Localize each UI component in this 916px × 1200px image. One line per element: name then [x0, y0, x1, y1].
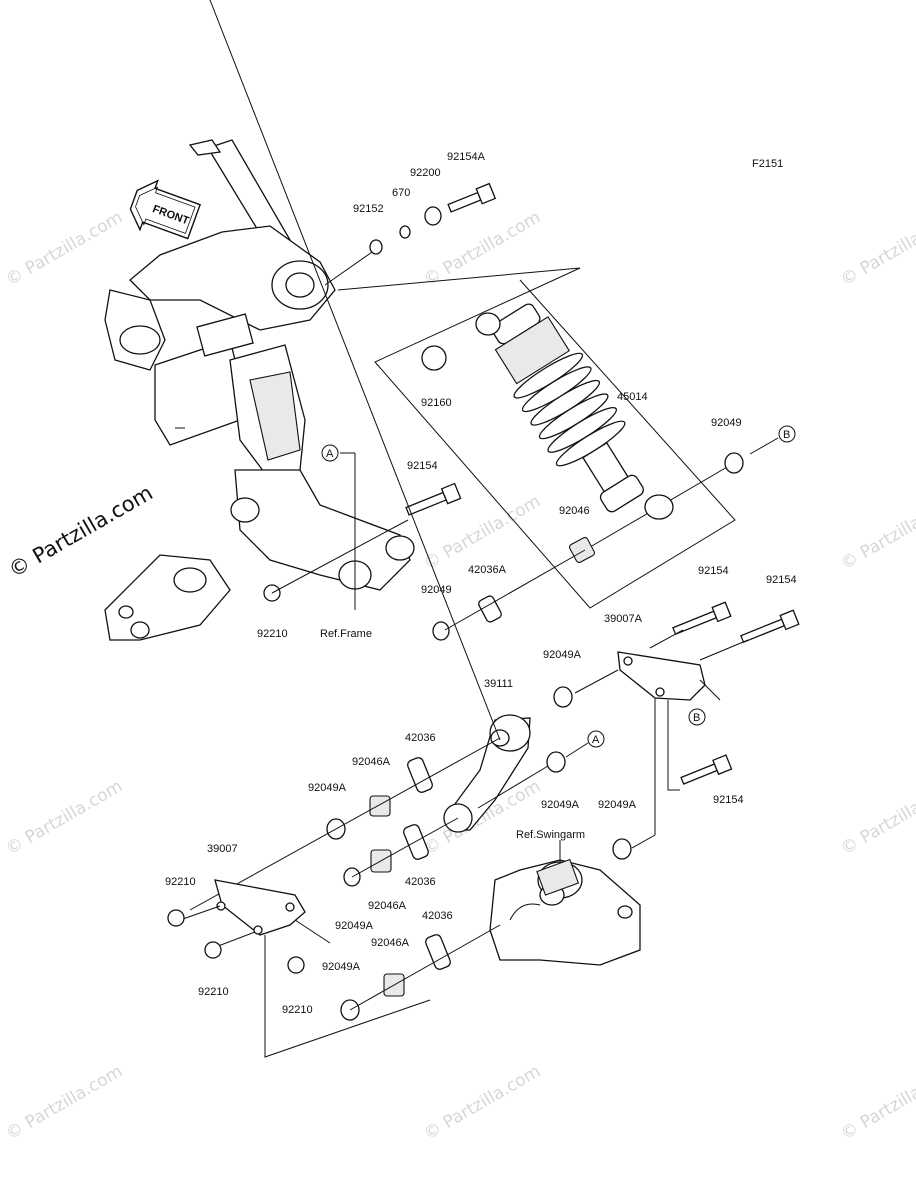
label-92200: 92200: [410, 167, 441, 179]
label-92152: 92152: [353, 203, 384, 215]
label-92046A: 92046A: [371, 937, 410, 949]
watermark: © Partzilla.com: [3, 1061, 127, 1144]
callout-a-top: A: [321, 444, 339, 462]
label-92049A: 92049A: [543, 649, 582, 661]
label-42036: 42036: [405, 732, 436, 744]
bearing-92046A-top: [369, 795, 391, 817]
label-92046A: 92046A: [352, 756, 391, 768]
bolt-92154A: [447, 182, 497, 213]
label-92154A: 92154A: [447, 151, 486, 163]
washer-92049A-mid: [546, 751, 566, 773]
o-ring-670: [399, 225, 411, 239]
collar-92160: [421, 345, 447, 371]
diagram-code: F2151: [752, 158, 783, 170]
label-42036: 42036: [422, 910, 453, 922]
label-92210: 92210: [282, 1004, 313, 1016]
shock-bottom-eye: [644, 494, 674, 520]
label-92154: 92154: [766, 574, 797, 586]
watermark: © Partzilla.com: [3, 207, 127, 290]
shock-outline: [337, 267, 736, 609]
label-92154: 92154: [698, 565, 729, 577]
label-92046: 92046: [559, 505, 590, 517]
label-45014: 45014: [617, 391, 648, 403]
shock-top-bush: [475, 312, 501, 336]
watermark: © Partzilla.com: [838, 1061, 916, 1144]
bolt-92154-bot: [680, 754, 733, 785]
nut-92210-l2: [204, 941, 222, 959]
label-92160: 92160: [421, 397, 452, 409]
label-92210: 92210: [198, 986, 229, 998]
bolt-92154-r1: [672, 601, 732, 636]
callout-a-mid: A: [587, 730, 605, 748]
label-92049A: 92049A: [322, 961, 361, 973]
part-labels: 92154A 92200 670 92152 45014 92160 92049…: [165, 151, 797, 1016]
label-92049A: 92049A: [335, 920, 374, 932]
svg-text:B: B: [783, 429, 790, 441]
ref-swingarm-label: Ref.Swingarm: [516, 829, 585, 841]
watermark: © Partzilla.com: [838, 207, 916, 290]
label-92049A: 92049A: [541, 799, 580, 811]
ref-frame-label: Ref.Frame: [320, 628, 372, 640]
watermark: © Partzilla.com: [421, 491, 545, 574]
washer-92152: [369, 239, 383, 255]
label-92154: 92154: [407, 460, 438, 472]
label-92049: 92049: [711, 417, 742, 429]
label-92049A: 92049A: [598, 799, 637, 811]
watermark: © Partzilla.com: [838, 776, 916, 859]
swingarm-fragment: [489, 858, 641, 966]
sleeve-42036-bot: [425, 934, 451, 970]
watermark: © Partzilla.com: [3, 776, 127, 859]
label-42036: 42036: [405, 876, 436, 888]
washer-92049-top: [724, 452, 744, 474]
label-92210: 92210: [165, 876, 196, 888]
shock-absorber-45014: [491, 303, 644, 513]
watermark-main: © Partzilla.com: [5, 481, 157, 583]
label-39007: 39007: [207, 843, 238, 855]
washer-92049-mid: [432, 621, 450, 641]
label-39111: 39111: [484, 678, 513, 690]
sleeve-42036A: [478, 595, 502, 623]
label-42036A: 42036A: [468, 564, 507, 576]
label-92154: 92154: [713, 794, 744, 806]
bearing-92046: [568, 536, 596, 564]
sleeve-42036-top: [407, 757, 433, 793]
washer-92200: [424, 206, 442, 226]
label-92049A: 92049A: [308, 782, 347, 794]
label-39007A: 39007A: [604, 613, 643, 625]
label-92046A: 92046A: [368, 900, 407, 912]
watermark: © Partzilla.com: [838, 491, 916, 574]
callout-b-top: B: [778, 425, 796, 443]
frame-assembly: [104, 139, 415, 641]
label-670: 670: [392, 187, 410, 199]
label-92210: 92210: [257, 628, 288, 640]
tie-rod-39007A: [617, 651, 706, 701]
upper-shock-bolt-group: [324, 182, 497, 286]
watermark: © Partzilla.com: [421, 1061, 545, 1144]
svg-text:A: A: [326, 448, 334, 460]
washer-92049A-right: [612, 838, 632, 860]
nut-92210-l3: [287, 956, 305, 974]
nut-92210-l1: [167, 909, 185, 927]
bolt-92154-mid: [405, 482, 462, 516]
svg-text:A: A: [592, 734, 600, 746]
svg-text:B: B: [693, 712, 700, 724]
callout-b-mid: B: [688, 708, 706, 726]
washer-92049A-top: [553, 686, 573, 708]
label-92049: 92049: [421, 584, 452, 596]
front-arrow: FRONT: [129, 179, 202, 240]
bolt-92154-r2: [740, 609, 800, 644]
